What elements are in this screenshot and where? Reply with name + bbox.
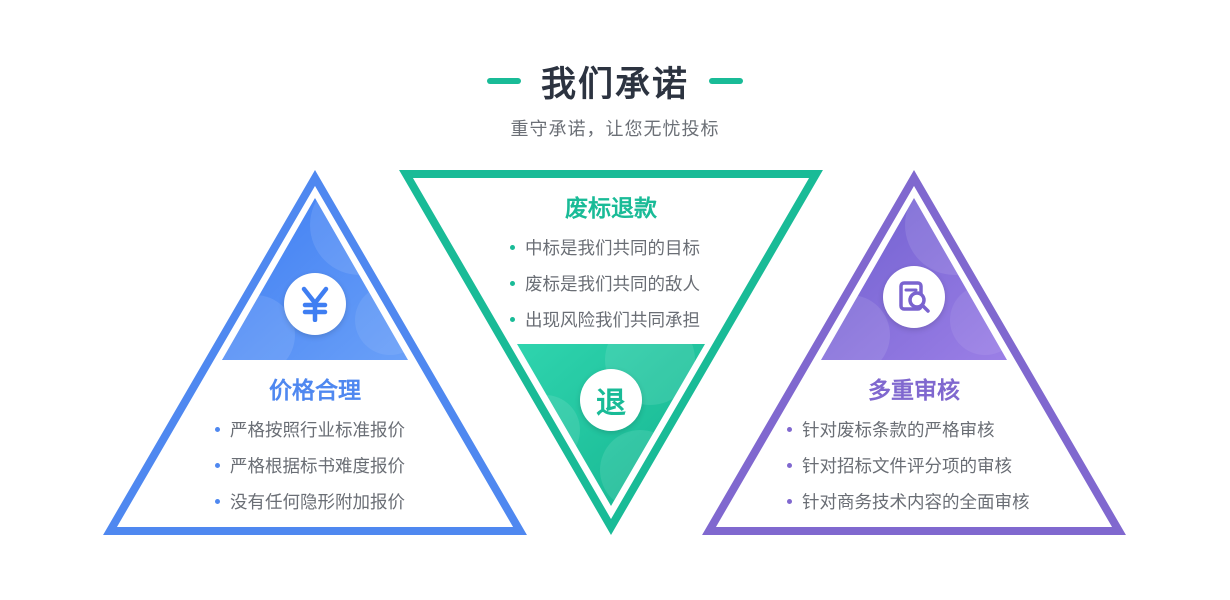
card-title-refund: 废标退款 (565, 196, 657, 222)
point-text: 没有任何隐形附加报价 (230, 493, 405, 513)
list-item: 严格按照行业标准报价 (215, 413, 405, 449)
list-item: 出现风险我们共同承担 (510, 303, 700, 339)
bullet-dot (787, 498, 792, 504)
price-points-list: 严格按照行业标准报价 严格根据标书难度报价 没有任何隐形附加报价 (215, 413, 405, 521)
point-text: 严格根据标书难度报价 (230, 457, 405, 477)
list-item: 没有任何隐形附加报价 (215, 485, 405, 521)
bullet-dot (215, 498, 220, 504)
refund-icon-circle: 退 (580, 369, 642, 431)
card-title-price: 价格合理 (269, 378, 361, 404)
page-subtitle: 重守承诺，让您无忧投标 (510, 119, 720, 140)
point-text: 针对商务技术内容的全面审核 (802, 493, 1030, 513)
list-item: 中标是我们共同的目标 (510, 231, 700, 267)
point-text: 严格按照行业标准报价 (230, 421, 405, 441)
list-item: 针对商务技术内容的全面审核 (787, 485, 1030, 521)
list-item: 废标是我们共同的敌人 (510, 267, 700, 303)
refund-points-list: 中标是我们共同的目标 废标是我们共同的敌人 出现风险我们共同承担 (510, 231, 700, 339)
list-item: 针对废标条款的严格审核 (787, 413, 1030, 449)
yen-icon (301, 286, 329, 322)
bullet-dot (215, 462, 220, 468)
header: 我们承诺 重守承诺，让您无忧投标 (0, 55, 1230, 141)
review-icon-circle (883, 266, 945, 328)
refund-glyph-icon: 退 (596, 386, 626, 421)
card-title-review: 多重审核 (868, 378, 960, 404)
title-row: 我们承诺 (0, 55, 1230, 107)
bullet-dot (510, 316, 515, 322)
review-points-list: 针对废标条款的严格审核 针对招标文件评分项的审核 针对商务技术内容的全面审核 (787, 413, 1030, 521)
point-text: 出现风险我们共同承担 (525, 311, 700, 331)
title-left-dash (486, 78, 521, 84)
list-item: 针对招标文件评分项的审核 (787, 449, 1030, 485)
bullet-dot (787, 462, 792, 468)
point-text: 中标是我们共同的目标 (525, 239, 700, 259)
bullet-dot (510, 244, 515, 250)
title-right-dash (709, 78, 743, 84)
price-icon-circle (284, 273, 346, 335)
bullet-dot (215, 426, 220, 432)
bullet-dot (510, 280, 515, 286)
page-title: 我们承诺 (540, 64, 689, 105)
point-text: 针对招标文件评分项的审核 (802, 457, 1012, 477)
bullet-dot (787, 426, 792, 432)
list-item: 严格根据标书难度报价 (215, 449, 405, 485)
point-text: 针对废标条款的严格审核 (802, 421, 995, 441)
point-text: 废标是我们共同的敌人 (525, 275, 700, 295)
document-search-icon (899, 281, 930, 313)
